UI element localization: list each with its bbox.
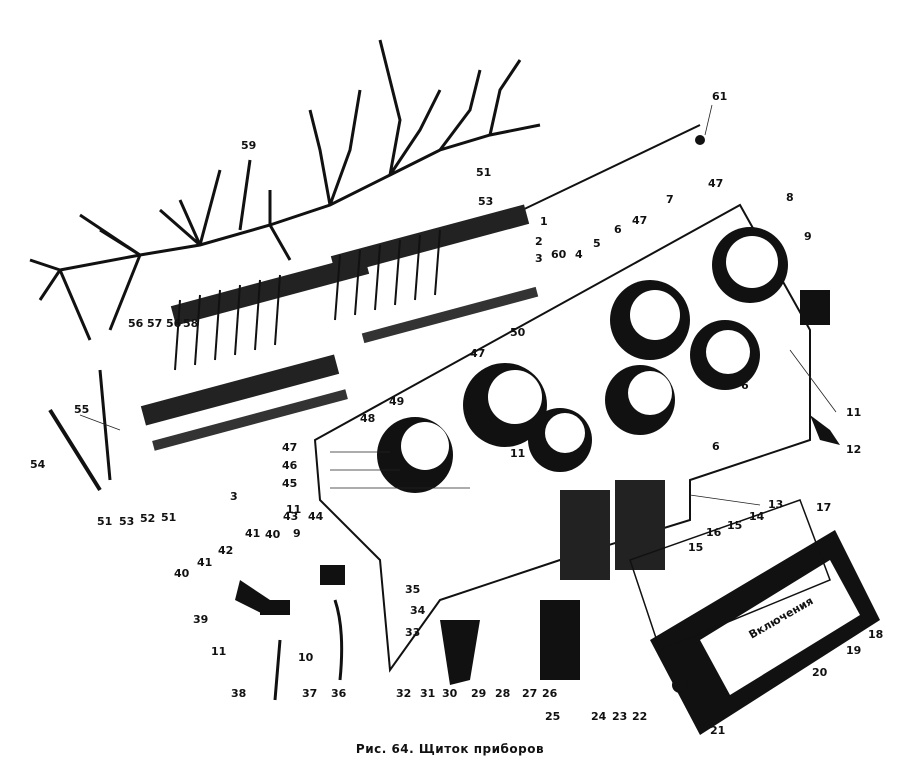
part-1: 1 <box>540 215 548 228</box>
part-11a: 11 <box>846 406 861 419</box>
panel-sheet-17 <box>629 499 831 651</box>
figure-caption: Рис. 64. Щиток приборов <box>355 742 545 756</box>
part-59: 59 <box>241 139 256 152</box>
gauge-8 <box>712 227 788 303</box>
part-3b: 3 <box>230 490 238 503</box>
part-36: 36 <box>331 687 347 700</box>
gauge-center <box>528 408 592 472</box>
part-11b: 11 <box>510 447 525 460</box>
part-3a: 3 <box>535 252 543 265</box>
part-47b: 47 <box>470 347 485 360</box>
part-26: 26 <box>542 687 558 700</box>
part-19: 19 <box>846 644 861 657</box>
part-14: 14 <box>749 510 765 523</box>
part-27: 27 <box>522 687 537 700</box>
part-55: 55 <box>74 403 89 416</box>
part-31: 31 <box>420 687 435 700</box>
part-9a: 9 <box>804 230 812 243</box>
part-54: 54 <box>30 458 46 471</box>
part-42: 42 <box>218 544 233 557</box>
part-47c: 47 <box>632 214 647 227</box>
part-52: 52 <box>140 512 155 525</box>
gauge-49 <box>463 363 547 447</box>
switch-block <box>560 480 665 580</box>
part-17: 17 <box>816 501 831 514</box>
part-28: 28 <box>495 687 510 700</box>
gauges <box>377 227 788 493</box>
part-51c: 51 <box>476 166 491 179</box>
part-10: 10 <box>298 651 314 664</box>
part-15b: 15 <box>688 541 703 554</box>
part-43: 43 <box>283 510 298 523</box>
part-37: 37 <box>302 687 317 700</box>
part-50: 50 <box>510 326 526 339</box>
part-39: 39 <box>193 613 208 626</box>
part-58: 58 <box>183 317 198 330</box>
part-5: 5 <box>593 237 601 250</box>
leader-lines <box>79 104 837 506</box>
part-41b: 41 <box>245 527 260 540</box>
part-49: 49 <box>389 395 404 408</box>
part-45: 45 <box>282 477 297 490</box>
terminal-strips <box>140 204 539 451</box>
part-11c: 11 <box>286 503 301 516</box>
part-21: 21 <box>710 724 725 737</box>
part-6b: 6 <box>741 379 749 392</box>
part-51a: 51 <box>97 515 112 528</box>
part-2: 2 <box>535 235 543 248</box>
part-13: 13 <box>768 498 783 511</box>
part-56a: 56 <box>128 317 144 330</box>
part-47d: 47 <box>708 177 723 190</box>
gauge-7 <box>610 280 690 360</box>
part-57: 57 <box>147 317 162 330</box>
part-48: 48 <box>360 412 375 425</box>
part-18: 18 <box>868 628 883 641</box>
part-60: 60 <box>551 248 567 261</box>
gauge-6a <box>690 320 760 390</box>
gauge-6b <box>605 365 675 435</box>
part-6a: 6 <box>614 223 622 236</box>
part-51b: 51 <box>161 511 176 524</box>
part-9b: 9 <box>293 527 301 540</box>
part-40a: 40 <box>174 567 190 580</box>
part-12: 12 <box>846 443 861 456</box>
part-53a: 53 <box>119 515 134 528</box>
part-6c: 6 <box>712 440 720 453</box>
part-53b: 53 <box>478 195 493 208</box>
cover-plate-20: Включения <box>650 530 880 735</box>
small-parts <box>48 135 840 701</box>
part-4: 4 <box>575 248 583 261</box>
part-29: 29 <box>471 687 486 700</box>
part-40b: 40 <box>265 528 281 541</box>
part-35: 35 <box>405 583 420 596</box>
part-15a: 15 <box>727 519 742 532</box>
part-11d: 11 <box>211 645 226 658</box>
part-41a: 41 <box>197 556 212 569</box>
part-30: 30 <box>442 687 458 700</box>
part-32: 32 <box>396 687 411 700</box>
part-7: 7 <box>666 193 674 206</box>
part-44: 44 <box>308 510 324 523</box>
part-34: 34 <box>410 604 426 617</box>
part-22: 22 <box>632 710 647 723</box>
part-61: 61 <box>712 90 727 103</box>
part-25: 25 <box>545 710 560 723</box>
part-56b: 56 <box>166 317 182 330</box>
part-16: 16 <box>706 526 722 539</box>
part-23: 23 <box>612 710 627 723</box>
part-20: 20 <box>812 666 828 679</box>
part-33: 33 <box>405 626 420 639</box>
part-46: 46 <box>282 459 298 472</box>
part-24: 24 <box>591 710 607 723</box>
part-labels: 1 2 3 3 4 5 6 6 6 7 8 9 9 11 11 11 11 12… <box>30 90 883 737</box>
part-47a: 47 <box>282 441 297 454</box>
part-8: 8 <box>786 191 794 204</box>
gauge-48 <box>377 417 453 493</box>
part-38: 38 <box>231 687 246 700</box>
